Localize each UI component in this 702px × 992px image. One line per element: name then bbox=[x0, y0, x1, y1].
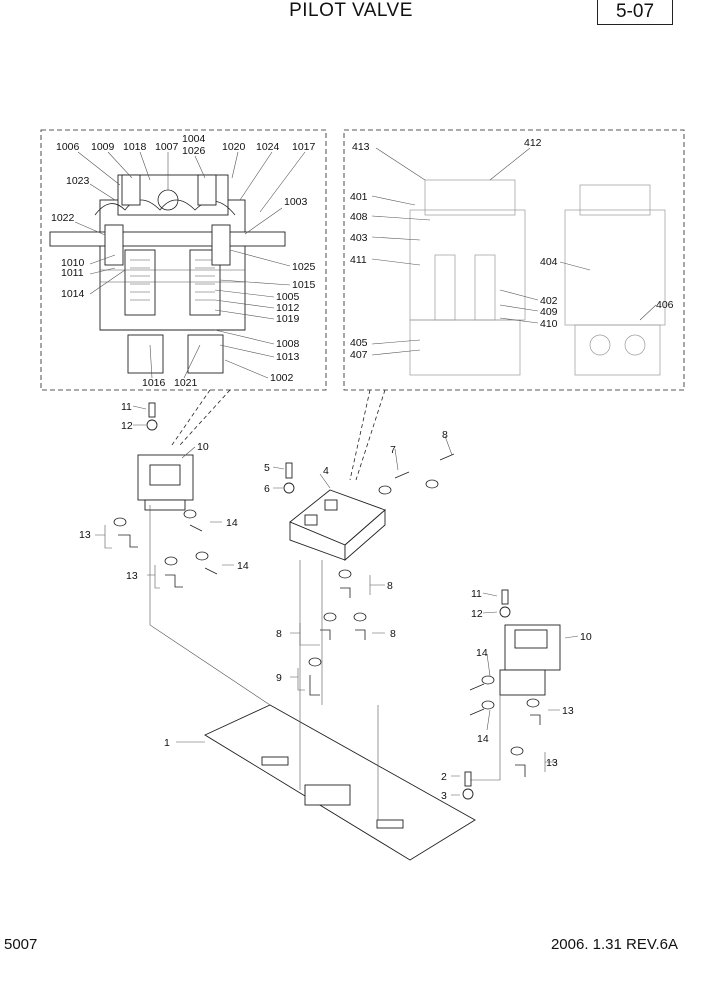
callout-13: 13 bbox=[79, 529, 91, 541]
callout-1013: 1013 bbox=[276, 351, 300, 363]
callout-14: 14 bbox=[476, 647, 488, 659]
callout-1007: 1007 bbox=[155, 141, 179, 153]
callout-14: 14 bbox=[226, 517, 238, 529]
callout-1023: 1023 bbox=[66, 175, 90, 187]
callout-402: 402 bbox=[540, 295, 558, 307]
callout-1014: 1014 bbox=[61, 288, 85, 300]
callout-5: 5 bbox=[264, 462, 270, 474]
footer-date-revision: 2006. 1.31 REV.6A bbox=[550, 936, 678, 953]
callout-403: 403 bbox=[350, 232, 368, 244]
callout-4: 4 bbox=[323, 465, 329, 477]
callout-11: 11 bbox=[121, 401, 132, 413]
callout-1019: 1019 bbox=[276, 313, 300, 325]
callout-12: 12 bbox=[121, 420, 133, 432]
callout-1010: 1010 bbox=[61, 257, 85, 269]
callout-2: 2 bbox=[441, 771, 447, 783]
callout-1016: 1016 bbox=[142, 377, 166, 389]
main-callouts: 11 12 10 13 14 13 14 5 6 4 7 8 8 8 8 9 1… bbox=[79, 401, 592, 802]
callout-1009: 1009 bbox=[91, 141, 115, 153]
page-title: PILOT VALVE bbox=[289, 0, 413, 21]
callout-1017: 1017 bbox=[292, 141, 316, 153]
callout-1026: 1026 bbox=[182, 145, 206, 157]
callout-14: 14 bbox=[477, 733, 489, 745]
callout-8: 8 bbox=[390, 628, 396, 640]
pilot-valve-left bbox=[137, 454, 194, 511]
page-reference: 5-07 bbox=[597, 0, 673, 25]
callout-6: 6 bbox=[264, 483, 270, 495]
callout-410: 410 bbox=[540, 318, 558, 330]
callout-1011: 1011 bbox=[61, 267, 84, 279]
pilot-valve-center bbox=[289, 489, 386, 561]
callout-405: 405 bbox=[350, 337, 368, 349]
callout-13: 13 bbox=[126, 570, 138, 582]
callout-1004: 1004 bbox=[182, 133, 206, 145]
callout-1021: 1021 bbox=[174, 377, 198, 389]
pilot-valve-right bbox=[499, 624, 561, 696]
callout-14: 14 bbox=[237, 560, 249, 572]
callout-8: 8 bbox=[442, 429, 448, 441]
callout-1018: 1018 bbox=[123, 141, 147, 153]
callout-409: 409 bbox=[540, 306, 558, 318]
callout-1008: 1008 bbox=[276, 338, 300, 350]
base-plate bbox=[204, 704, 476, 861]
detail-box-right bbox=[343, 129, 685, 391]
callout-3: 3 bbox=[441, 790, 447, 802]
callout-10: 10 bbox=[580, 631, 592, 643]
callout-412: 412 bbox=[524, 137, 542, 149]
callout-1025: 1025 bbox=[292, 261, 316, 273]
detail-callouts-left: 1006 1009 1018 1007 1004 1026 1020 1024 … bbox=[51, 133, 316, 389]
callout-411: 411 bbox=[350, 254, 367, 266]
callout-13: 13 bbox=[562, 705, 574, 717]
callout-1: 1 bbox=[164, 737, 170, 749]
callout-1002: 1002 bbox=[270, 372, 294, 384]
callout-406: 406 bbox=[656, 299, 674, 311]
callout-8: 8 bbox=[276, 628, 282, 640]
callout-404: 404 bbox=[540, 256, 558, 268]
callout-408: 408 bbox=[350, 211, 368, 223]
callout-1005: 1005 bbox=[276, 291, 300, 303]
detail-callouts-right: 413 412 401 408 403 411 404 402 409 410 … bbox=[350, 137, 674, 361]
detail-box-left bbox=[40, 129, 327, 391]
callout-1020: 1020 bbox=[222, 141, 246, 153]
callout-407: 407 bbox=[350, 349, 368, 361]
callout-8: 8 bbox=[387, 580, 393, 592]
callout-1015: 1015 bbox=[292, 279, 316, 291]
footer-code: 5007 bbox=[4, 936, 38, 953]
callout-13: 13 bbox=[546, 757, 558, 769]
callout-12: 12 bbox=[471, 608, 483, 620]
callout-9: 9 bbox=[276, 672, 282, 684]
callout-1003: 1003 bbox=[284, 196, 308, 208]
callout-401: 401 bbox=[350, 191, 368, 203]
callout-1012: 1012 bbox=[276, 302, 300, 314]
callout-10: 10 bbox=[197, 441, 209, 453]
callout-7: 7 bbox=[390, 444, 396, 456]
callout-1024: 1024 bbox=[256, 141, 280, 153]
fittings bbox=[113, 402, 541, 800]
callout-413: 413 bbox=[352, 141, 370, 153]
callout-1006: 1006 bbox=[56, 141, 80, 153]
callout-1022: 1022 bbox=[51, 212, 75, 224]
callout-11: 11 bbox=[471, 588, 482, 600]
